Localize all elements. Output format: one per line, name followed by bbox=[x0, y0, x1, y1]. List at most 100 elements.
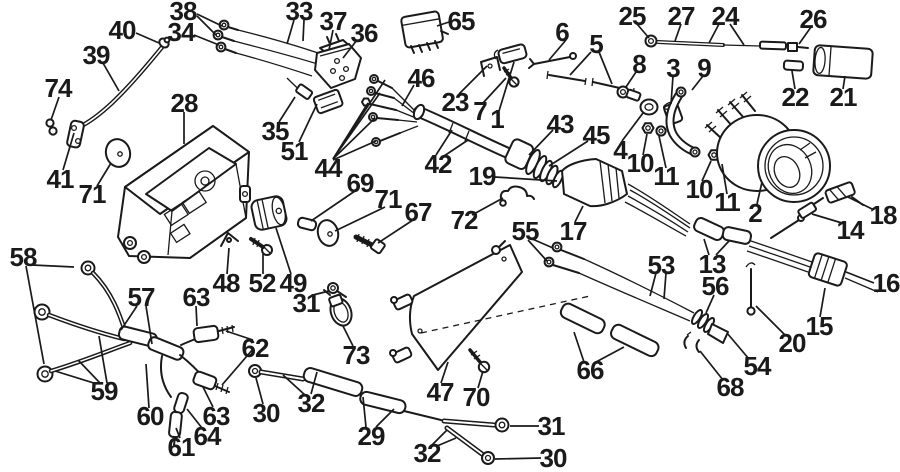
leader-line-2 bbox=[756, 181, 763, 205]
part-callout-11: 11 bbox=[653, 161, 679, 191]
sender-cable-drawing bbox=[543, 241, 729, 358]
leader-line-38 bbox=[196, 13, 223, 27]
leader-line-13 bbox=[715, 240, 730, 256]
leader-line-32 bbox=[310, 371, 318, 395]
part-callout-73: 73 bbox=[342, 340, 371, 370]
regulator-plate-drawing bbox=[389, 240, 591, 374]
part-callout-8: 8 bbox=[632, 49, 647, 79]
leader-line-13 bbox=[703, 238, 710, 256]
part-callout-48: 48 bbox=[212, 268, 241, 298]
part-callout-23: 23 bbox=[441, 87, 470, 117]
leader-line-62 bbox=[225, 330, 254, 341]
leader-line-62 bbox=[221, 348, 254, 386]
ignition-harness-drawing bbox=[361, 74, 628, 208]
part-callout-46: 46 bbox=[407, 63, 436, 93]
leader-line-21 bbox=[842, 75, 846, 90]
part-callout-63b: 63 bbox=[202, 401, 231, 431]
leader-line-61 bbox=[175, 427, 181, 439]
part-callout-37: 37 bbox=[319, 6, 348, 36]
part-callout-10b: 10 bbox=[685, 174, 714, 204]
part-callout-41: 41 bbox=[46, 164, 75, 194]
part-callout-7: 7 bbox=[473, 96, 488, 126]
leader-line-18 bbox=[847, 196, 873, 210]
leader-line-33 bbox=[286, 19, 295, 45]
part-callout-61: 61 bbox=[167, 432, 196, 462]
leader-line-70 bbox=[477, 370, 484, 389]
part-callout-4: 4 bbox=[613, 135, 628, 165]
leader-line-42 bbox=[435, 129, 453, 156]
part-callout-19: 19 bbox=[468, 161, 497, 191]
leader-line-29 bbox=[375, 408, 395, 428]
leader-line-4 bbox=[621, 112, 644, 142]
key-switch-connector-drawing bbox=[212, 19, 362, 115]
battery-cable-drawing bbox=[33, 260, 235, 446]
part-callout-70: 70 bbox=[462, 382, 491, 412]
part-callout-55: 55 bbox=[511, 216, 540, 246]
leader-line-63b bbox=[202, 386, 214, 408]
leader-line-72 bbox=[471, 197, 504, 216]
leader-line-56 bbox=[705, 294, 715, 314]
leader-line-63 bbox=[195, 305, 198, 327]
leader-line-73 bbox=[342, 325, 354, 347]
part-callout-67: 67 bbox=[404, 197, 433, 227]
ground-wire-drawing bbox=[45, 36, 171, 149]
leader-line-30 bbox=[255, 377, 264, 405]
part-callout-24: 24 bbox=[711, 1, 740, 31]
part-callout-30: 30 bbox=[252, 398, 281, 428]
leader-line-53 bbox=[663, 272, 667, 300]
leader-line-34 bbox=[193, 34, 220, 46]
part-callout-36: 36 bbox=[350, 18, 379, 48]
part-callout-59: 59 bbox=[90, 376, 119, 406]
part-callout-2: 2 bbox=[748, 198, 763, 228]
part-callout-14: 14 bbox=[836, 215, 865, 245]
part-callout-33: 33 bbox=[285, 0, 314, 26]
leader-line-27 bbox=[674, 23, 682, 42]
leader-line-9 bbox=[691, 75, 704, 91]
leader-line-39 bbox=[102, 62, 120, 92]
part-callout-47: 47 bbox=[426, 377, 455, 407]
part-callout-32: 32 bbox=[297, 388, 326, 418]
leader-line-23 bbox=[458, 65, 488, 95]
leader-line-67 bbox=[377, 219, 414, 244]
part-callout-49: 49 bbox=[279, 268, 308, 298]
leader-line-15 bbox=[819, 287, 826, 318]
leader-line-24 bbox=[708, 23, 720, 44]
part-callout-66: 66 bbox=[576, 355, 605, 385]
part-callout-56: 56 bbox=[701, 271, 730, 301]
leader-line-68 bbox=[699, 350, 724, 381]
leader-line-49 bbox=[275, 227, 292, 275]
part-callout-20: 20 bbox=[778, 328, 807, 358]
part-callout-54: 54 bbox=[743, 351, 772, 381]
leader-line-74 bbox=[50, 96, 60, 121]
tachometer-drawing bbox=[704, 91, 831, 203]
leader-line-55 bbox=[527, 239, 548, 262]
leader-line-8 bbox=[625, 71, 637, 88]
leader-line-16 bbox=[845, 271, 875, 284]
leader-line-65 bbox=[436, 21, 450, 27]
relay-drawing bbox=[400, 10, 449, 54]
part-callout-31b: 31 bbox=[537, 411, 566, 441]
hose-clamp-drawing bbox=[323, 282, 353, 327]
part-callout-21: 21 bbox=[829, 82, 858, 112]
leader-line-11 bbox=[658, 135, 667, 169]
leader-line-47 bbox=[440, 361, 449, 384]
leader-line-66 bbox=[595, 346, 625, 363]
leader-line-66 bbox=[573, 331, 585, 363]
part-callout-1: 1 bbox=[490, 104, 505, 134]
leader-line-35 bbox=[278, 96, 296, 123]
part-callout-3: 3 bbox=[666, 53, 681, 83]
part-callout-74: 74 bbox=[44, 73, 73, 103]
leader-line-10 bbox=[642, 133, 648, 156]
part-callout-25: 25 bbox=[618, 1, 647, 31]
leader-line-54 bbox=[726, 332, 750, 360]
leader-line-57 bbox=[120, 305, 138, 331]
part-callout-22: 22 bbox=[781, 82, 810, 112]
part-callout-17: 17 bbox=[559, 216, 588, 246]
leader-line-42 bbox=[443, 139, 469, 157]
part-callout-65: 65 bbox=[447, 6, 476, 36]
leader-line-58 bbox=[25, 265, 45, 365]
part-callout-64: 64 bbox=[193, 421, 222, 451]
leader-line-7 bbox=[482, 77, 507, 104]
part-callout-10: 10 bbox=[626, 148, 655, 178]
